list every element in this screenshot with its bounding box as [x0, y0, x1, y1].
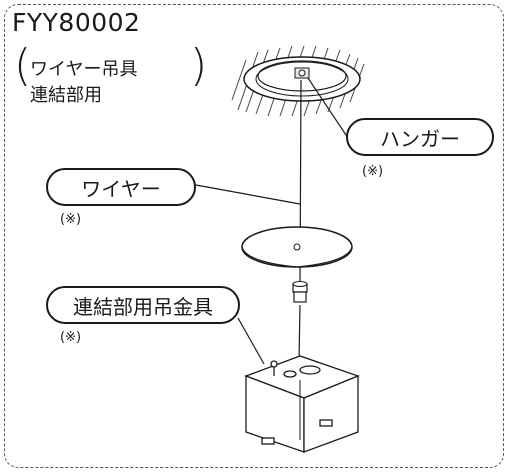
subtitle-line2: 連結部用	[30, 85, 102, 106]
wire-note: (※)	[60, 212, 82, 227]
leader-lines	[195, 77, 349, 365]
wire-callout: ワイヤー	[46, 168, 196, 206]
bracket-label: 連結部用吊金具	[73, 294, 213, 319]
diagram-frame	[4, 4, 504, 468]
hanger-part	[243, 56, 361, 102]
paren-open: (	[14, 40, 32, 91]
hanger-note: (※)	[362, 164, 384, 179]
hanger-callout: ハンガー	[346, 118, 494, 156]
model-code: FYY80002	[12, 8, 141, 37]
hanger-label: ハンガー	[380, 126, 460, 151]
wire-lower	[298, 304, 301, 363]
canopy-disk	[241, 226, 353, 268]
wire-label: ワイヤー	[81, 176, 161, 201]
bracket-callout: 連結部用吊金具	[46, 286, 240, 324]
subtitle-line1: ワイヤー吊具	[30, 59, 138, 80]
bracket-note: (※)	[60, 330, 82, 345]
wire-grip	[292, 281, 308, 303]
bracket-part	[244, 355, 360, 453]
paren-close: )	[190, 40, 208, 91]
